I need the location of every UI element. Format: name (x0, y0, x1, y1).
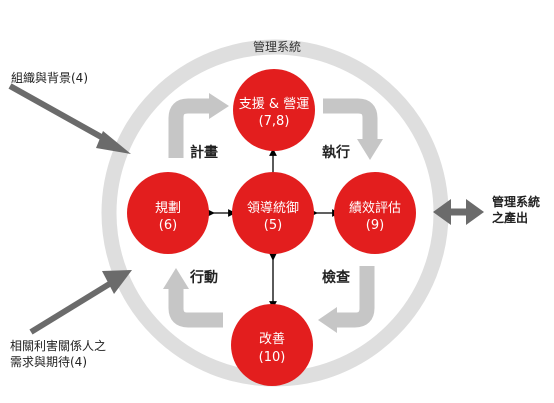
output-label-line1: 管理系統 (492, 194, 540, 209)
node-improvement: 改善 (10) (231, 304, 313, 386)
cycle-arrow-act (163, 268, 223, 328)
svg-text:績效評估: 績效評估 (349, 201, 401, 216)
phase-label-plan: 計畫 (190, 144, 218, 161)
ring-label: 管理系統 (253, 39, 301, 54)
node-performance-evaluation: 績效評估 (9) (334, 172, 416, 254)
output-double-arrow (433, 199, 484, 225)
svg-text:規劃: 規劃 (155, 201, 181, 216)
node-planning: 規劃 (6) (127, 172, 209, 254)
svg-text:支援 & 營運: 支援 & 營運 (239, 97, 309, 112)
svg-text:(6): (6) (159, 218, 177, 233)
output-label-line2: 之產出 (492, 210, 528, 225)
node-support-operation: 支援 & 營運 (7,8) (233, 69, 315, 151)
input-label-stakeholders-line1: 相關利害關係人之 (10, 338, 106, 353)
cycle-arrow-plan (168, 93, 229, 158)
svg-text:改善: 改善 (259, 331, 285, 347)
phase-label-act: 行動 (189, 269, 218, 286)
input-arrow-stakeholders (29, 270, 132, 335)
svg-text:領導統御: 領導統御 (247, 200, 299, 216)
phase-label-do: 執行 (322, 144, 350, 161)
cycle-arrow-do (323, 98, 383, 160)
input-arrow-context (8, 83, 131, 154)
svg-text:(7,8): (7,8) (259, 114, 290, 129)
svg-text:(9): (9) (366, 218, 384, 233)
input-label-stakeholders-line2: 需求與期待(4) (10, 355, 87, 369)
phase-label-check: 檢查 (322, 269, 351, 286)
cycle-arrow-check (318, 266, 375, 333)
input-label-context: 組織與背景(4) (11, 71, 88, 85)
node-leadership: 領導統御 (5) (232, 172, 314, 254)
svg-text:(10): (10) (259, 350, 286, 365)
svg-text:(5): (5) (264, 218, 282, 233)
